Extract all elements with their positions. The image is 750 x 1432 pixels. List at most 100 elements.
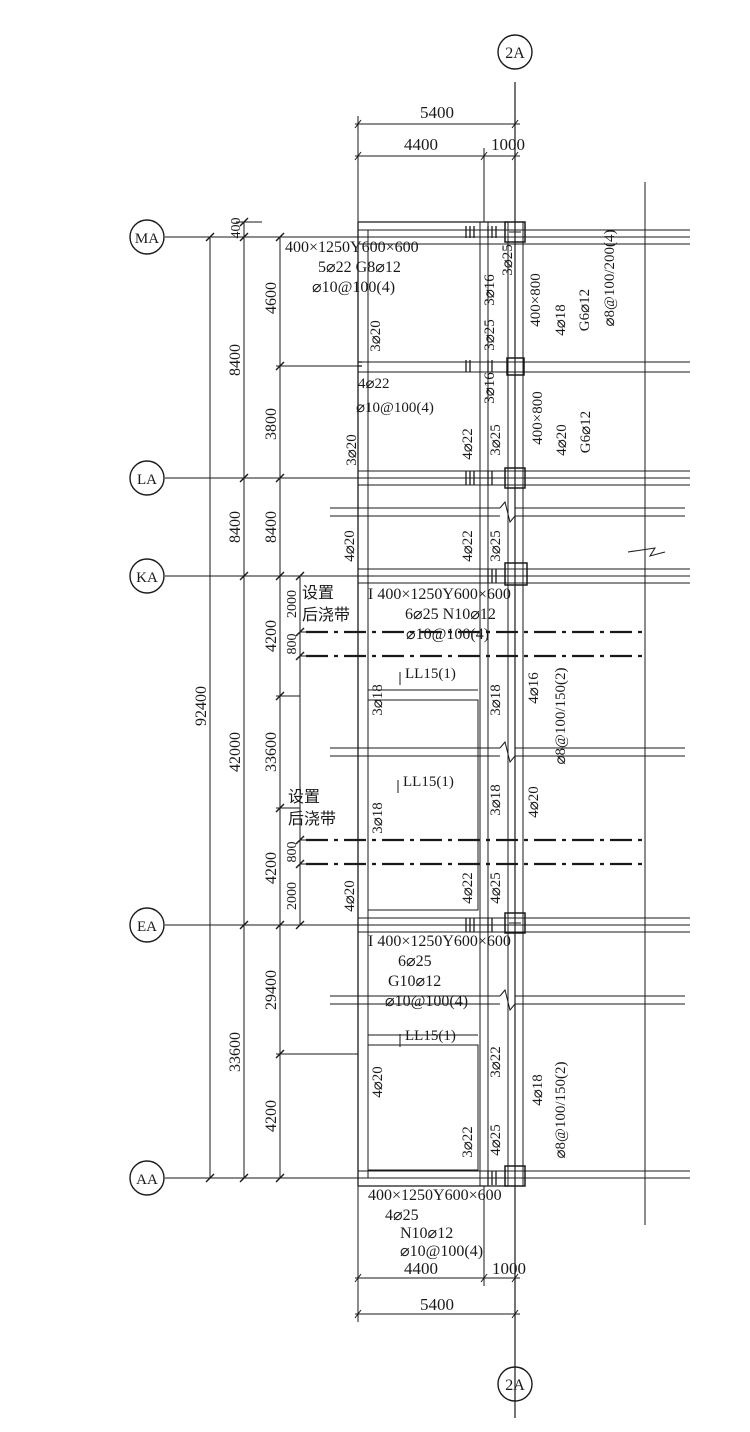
svg-text:LL15(1): LL15(1) [403, 774, 454, 790]
svg-text:I 400×1250Y600×600: I 400×1250Y600×600 [368, 586, 511, 603]
svg-text:4⌀25: 4⌀25 [488, 872, 504, 904]
svg-text:4⌀22: 4⌀22 [460, 530, 476, 562]
svg-text:3⌀25: 3⌀25 [500, 244, 516, 276]
svg-text:4200: 4200 [263, 620, 280, 652]
svg-text:400×1250Y600×600: 400×1250Y600×600 [368, 1187, 502, 1204]
svg-text:5⌀22 G8⌀12: 5⌀22 G8⌀12 [318, 259, 401, 276]
svg-text:400×800: 400×800 [528, 273, 544, 326]
svg-text:4⌀22: 4⌀22 [460, 872, 476, 904]
svg-text:2000: 2000 [285, 882, 300, 910]
svg-text:⌀10@100(4): ⌀10@100(4) [356, 400, 434, 416]
axis-bubble-ea: EA [129, 907, 165, 943]
ka-beam-annotation: I 400×1250Y600×600 6⌀25 N10⌀12 ⌀10@100(4… [368, 586, 511, 643]
aa-beam-annotation: 400×1250Y600×600 4⌀25 N10⌀12 ⌀10@100(4) [368, 1187, 502, 1260]
svg-text:⌀10@100(4): ⌀10@100(4) [385, 993, 468, 1010]
svg-text:3⌀18: 3⌀18 [370, 802, 386, 834]
svg-text:4⌀18: 4⌀18 [530, 1074, 546, 1106]
post-pour-label-1: 设置 后浇带 [302, 583, 350, 624]
svg-text:3800: 3800 [263, 408, 280, 440]
svg-text:4⌀25: 4⌀25 [385, 1207, 419, 1224]
svg-text:3⌀22: 3⌀22 [460, 1126, 476, 1158]
ma-column-annotation: 3⌀25 3⌀16 3⌀25 400×800 4⌀18 G6⌀12 ⌀8@100… [482, 229, 618, 350]
svg-text:400×1250Y600×600: 400×1250Y600×600 [285, 239, 419, 256]
svg-text:4⌀20: 4⌀20 [342, 530, 358, 562]
dimension-lines [200, 116, 520, 1322]
ea-zone-annotation: LL15(1) 4⌀20 3⌀22 4⌀18 ⌀8@100/150(2) 3⌀2… [370, 1028, 569, 1159]
svg-text:4⌀25: 4⌀25 [488, 1124, 504, 1156]
svg-text:设置: 设置 [288, 787, 320, 806]
break-lines [330, 500, 685, 1012]
svg-text:400: 400 [229, 218, 244, 239]
svg-text:LL15(1): LL15(1) [405, 1028, 456, 1044]
svg-text:400×800: 400×800 [530, 391, 546, 444]
svg-text:4⌀22: 4⌀22 [358, 376, 390, 392]
svg-text:⌀8@100/150(2): ⌀8@100/150(2) [553, 667, 569, 764]
svg-text:G6⌀12: G6⌀12 [578, 411, 594, 453]
svg-text:4200: 4200 [263, 852, 280, 884]
svg-text:2A: 2A [505, 45, 525, 62]
post-pour-band-lines [306, 630, 645, 866]
svg-text:I 400×1250Y600×600: I 400×1250Y600×600 [368, 933, 511, 950]
svg-text:3⌀18: 3⌀18 [370, 684, 386, 716]
bottom-dimension-texts: 4400 1000 5400 [404, 1259, 526, 1314]
svg-text:MA: MA [135, 231, 159, 247]
structure-outline [357, 182, 690, 1225]
svg-text:8400: 8400 [263, 511, 280, 543]
svg-text:4⌀20: 4⌀20 [526, 786, 542, 818]
svg-text:8400: 8400 [227, 344, 244, 376]
svg-text:4400: 4400 [404, 1259, 438, 1278]
svg-text:⌀8@100/150(2): ⌀8@100/150(2) [553, 1061, 569, 1158]
svg-text:4⌀18: 4⌀18 [553, 304, 569, 336]
axis-bubble-2a-bottom: 2A [497, 1366, 533, 1402]
svg-text:29400: 29400 [263, 970, 280, 1010]
svg-text:8400: 8400 [227, 511, 244, 543]
svg-text:⌀8@100/200(4): ⌀8@100/200(4) [602, 229, 618, 326]
ea-beam-annotation: I 400×1250Y600×600 6⌀25 G10⌀12 ⌀10@100(4… [368, 933, 511, 1010]
svg-text:2000: 2000 [285, 590, 300, 618]
svg-text:4200: 4200 [263, 1100, 280, 1132]
svg-text:3⌀16: 3⌀16 [482, 372, 498, 404]
svg-text:3⌀18: 3⌀18 [488, 684, 504, 716]
svg-text:3⌀16: 3⌀16 [482, 274, 498, 306]
svg-text:G6⌀12: G6⌀12 [577, 289, 593, 331]
svg-text:4⌀20: 4⌀20 [370, 1066, 386, 1098]
svg-text:LA: LA [137, 472, 157, 488]
svg-text:6⌀25: 6⌀25 [398, 953, 432, 970]
columns [358, 221, 528, 1187]
svg-text:3⌀18: 3⌀18 [488, 784, 504, 816]
svg-text:3⌀20: 3⌀20 [368, 320, 384, 352]
svg-text:后浇带: 后浇带 [302, 605, 350, 624]
svg-text:3⌀25: 3⌀25 [482, 319, 498, 351]
top-dimension-texts: 5400 4400 1000 [404, 103, 525, 154]
ml-zone-annotation: 3⌀20 4⌀22 ⌀10@100(4) 3⌀16 400×800 4⌀20 G… [344, 320, 594, 466]
svg-text:4400: 4400 [404, 135, 438, 154]
axis-bubble-2a-top: 2A [497, 34, 533, 70]
left-dimension-texts: 92400 400 8400 8400 42000 33600 4600 380… [193, 218, 300, 1133]
svg-text:42000: 42000 [227, 732, 244, 772]
lk-zone-annotation: 4⌀20 4⌀22 3⌀25 [342, 530, 504, 562]
ke-zone-annotation: LL15(1) LL15(1) 3⌀18 3⌀18 3⌀18 3⌀18 4⌀16… [342, 666, 569, 912]
svg-text:EA: EA [137, 919, 157, 935]
svg-text:3⌀22: 3⌀22 [488, 1046, 504, 1078]
svg-text:后浇带: 后浇带 [288, 809, 336, 828]
svg-text:⌀10@100(4): ⌀10@100(4) [312, 279, 395, 296]
svg-text:6⌀25 N10⌀12: 6⌀25 N10⌀12 [405, 606, 496, 623]
svg-text:3⌀20: 3⌀20 [344, 434, 360, 466]
svg-text:2A: 2A [505, 1377, 525, 1394]
svg-text:LL15(1): LL15(1) [405, 666, 456, 682]
svg-text:33600: 33600 [227, 1032, 244, 1072]
axis-bubble-ma: MA [129, 219, 165, 255]
svg-text:N10⌀12: N10⌀12 [400, 1225, 453, 1242]
svg-text:4⌀20: 4⌀20 [342, 880, 358, 912]
svg-text:33600: 33600 [263, 732, 280, 772]
svg-text:3⌀25: 3⌀25 [488, 530, 504, 562]
axis-bubble-la: LA [129, 460, 165, 496]
svg-text:AA: AA [136, 1172, 158, 1188]
svg-text:1000: 1000 [492, 1259, 526, 1278]
svg-text:3⌀25: 3⌀25 [488, 424, 504, 456]
svg-text:⌀10@100(4): ⌀10@100(4) [400, 1243, 483, 1260]
svg-text:4600: 4600 [263, 282, 280, 314]
svg-text:4⌀20: 4⌀20 [554, 424, 570, 456]
svg-text:设置: 设置 [302, 583, 334, 602]
